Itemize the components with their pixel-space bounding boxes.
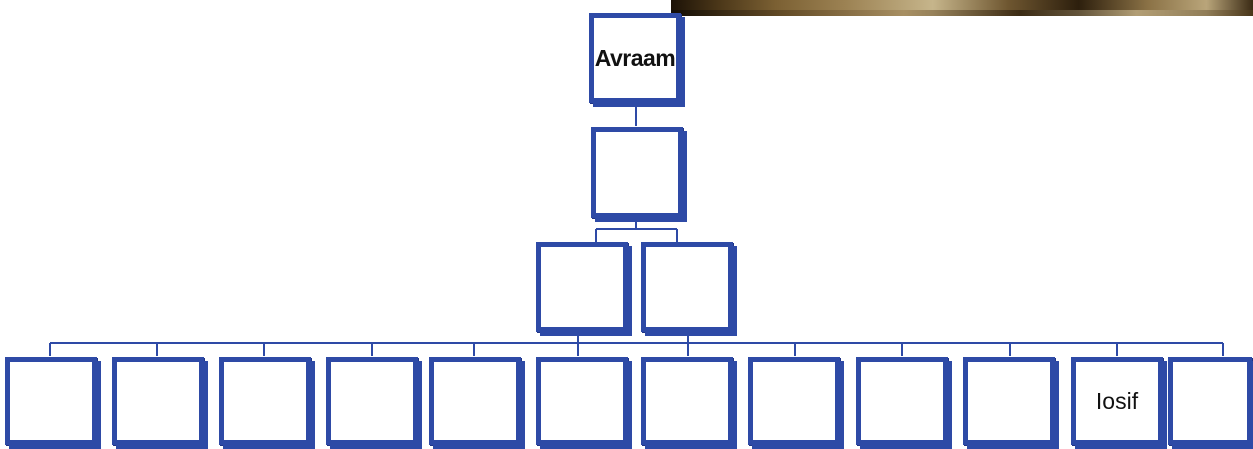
- tree-node-level4-10: [963, 357, 1055, 445]
- tree-node-level4-7: [641, 357, 733, 445]
- tree-node-level4-4: [326, 357, 418, 445]
- tree-node-level2: [591, 127, 683, 218]
- tree-node-level4-3: [219, 357, 311, 445]
- tree-node-level4-8: [748, 357, 840, 445]
- tree-node-level4-6: [536, 357, 628, 445]
- tree-node-level4-12: [1168, 357, 1252, 445]
- tree-node-level4-9: [856, 357, 948, 445]
- tree-node-level4-2: [112, 357, 204, 445]
- tree-node-root: Avraam: [589, 13, 681, 103]
- tree-node-level4-1: [5, 357, 97, 445]
- tree-node-level3-1: [536, 242, 628, 332]
- tree-node-level4-11: Iosif: [1071, 357, 1163, 445]
- tree-node-level4-5: [429, 357, 521, 445]
- tree-node-level3-2: [641, 242, 733, 332]
- background-photo: [671, 0, 1253, 16]
